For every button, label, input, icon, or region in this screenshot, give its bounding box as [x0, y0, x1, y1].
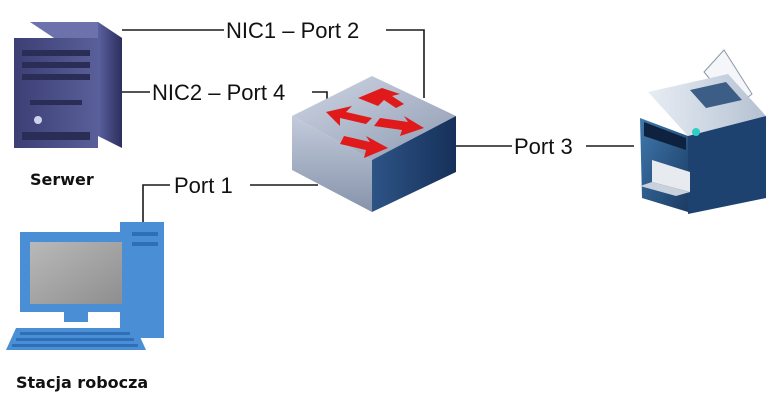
label-nic1-port2: NIC1 – Port 2	[226, 18, 359, 43]
desktop-computer-icon	[6, 222, 164, 350]
wire-port1-workstation	[142, 184, 170, 222]
wire-nic1-port2-to-switch	[386, 29, 425, 98]
label-port1: Port 1	[174, 173, 233, 198]
network-switch-icon	[292, 76, 456, 212]
label-port3: Port 3	[514, 134, 573, 159]
workstation-caption: Stacja robocza	[16, 373, 148, 392]
server-caption: Serwer	[30, 170, 94, 189]
switch-arrows	[326, 88, 424, 158]
printer-icon	[640, 49, 766, 214]
label-nic2-port4: NIC2 – Port 4	[152, 80, 285, 105]
connection-lines	[122, 29, 634, 222]
server-tower-icon	[14, 22, 122, 148]
